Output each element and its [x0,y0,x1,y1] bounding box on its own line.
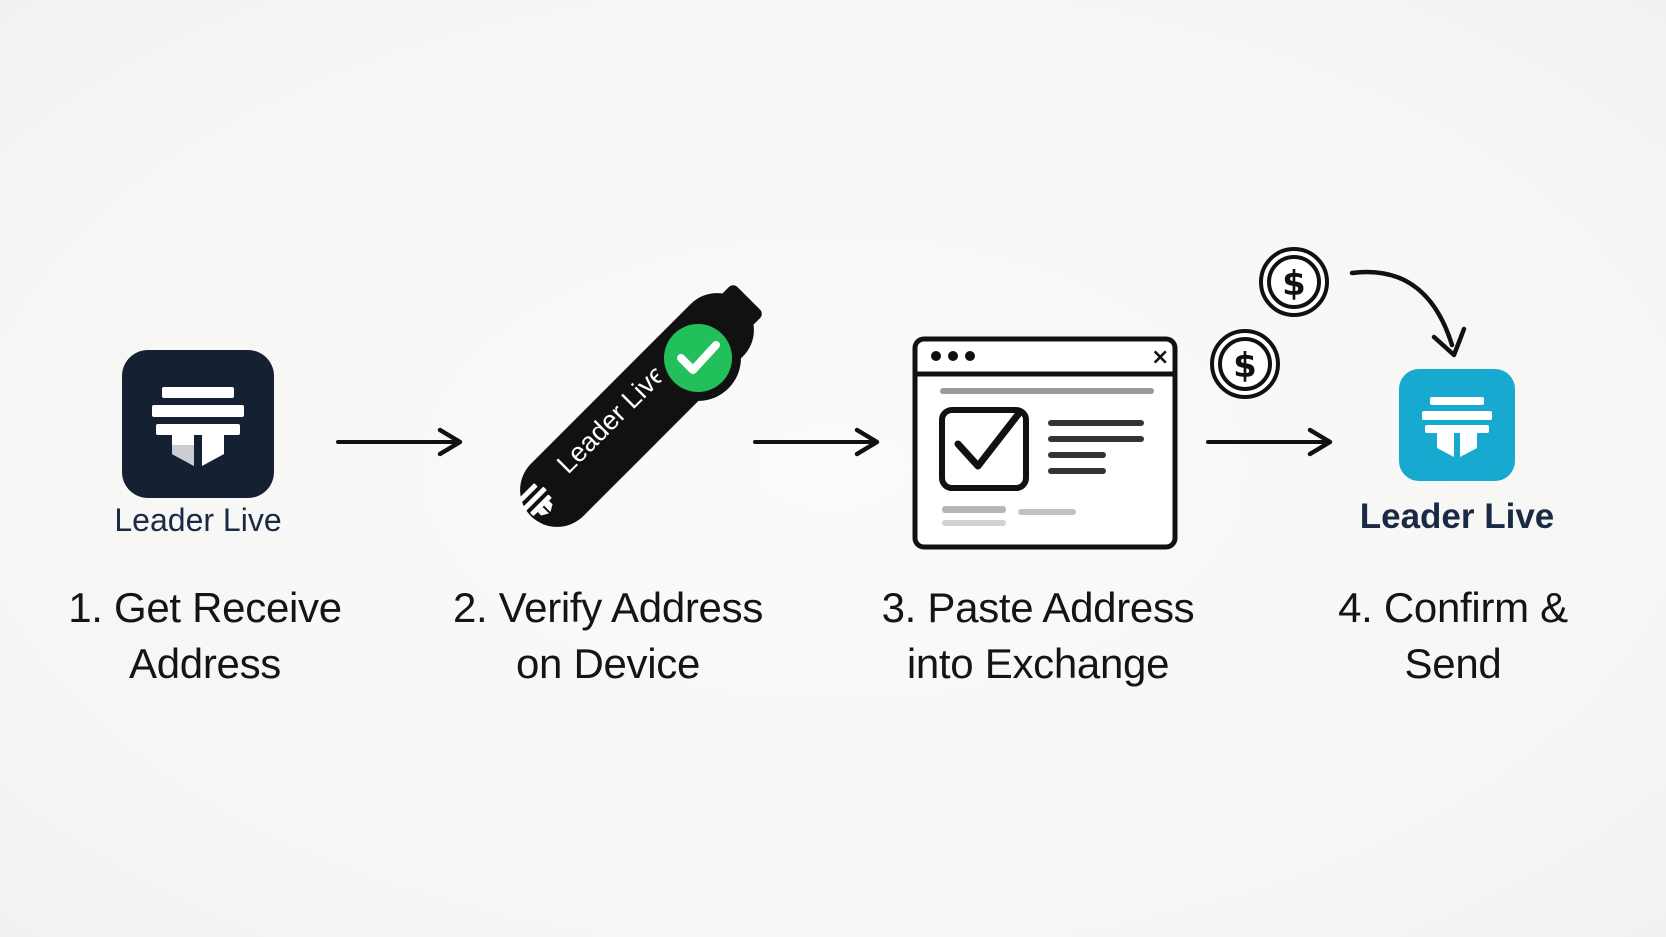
window-dot-icon [931,351,941,361]
browser-window-icon: × [912,336,1178,550]
window-dot-icon [965,351,975,361]
leader-live-app-icon-dark [122,350,274,498]
step-2-label: 2. Verify Address on Device [428,580,788,692]
leader-live-app-icon-cyan [1399,369,1515,481]
step-1-line2: Address [129,640,281,687]
app-name-caption-step1: Leader Live [114,502,282,538]
right-arrow-icon [336,427,463,457]
step-2-line1: 2. Verify Address [452,584,764,631]
device-logo-icon [519,483,553,516]
step-1-label: 1. Get Receive Address [25,580,385,692]
step-4-line2: Send [1404,640,1502,687]
leader-logo-icon [1422,397,1492,457]
dollar-coin-icon: $ [1259,247,1329,317]
dollar-coin-icon: $ [1210,329,1280,399]
step-1-line1: 1. Get Receive [68,584,342,631]
coin-symbol: $ [1282,264,1306,304]
step-2-line2: on Device [515,640,701,687]
step-3-line1: 3. Paste Address [881,584,1195,631]
step-3-line2: into Exchange [906,640,1170,687]
curved-arrow-icon [1349,269,1467,358]
checkbox-check-icon [939,407,1029,491]
right-arrow-icon [753,427,880,457]
green-check-icon [655,315,741,401]
usb-device-icon: Leader Liver [519,285,762,527]
app-name-caption-step4: Leader Live [1359,497,1555,536]
step-4-label: 4. Confirm & Send [1273,580,1633,692]
window-close-icon: × [1151,345,1169,370]
coin-symbol: $ [1233,346,1257,386]
right-arrow-icon [1206,427,1333,457]
window-dot-icon [948,351,958,361]
step-3-label: 3. Paste Address into Exchange [858,580,1218,692]
step-4-line1: 4. Confirm & [1338,584,1568,631]
